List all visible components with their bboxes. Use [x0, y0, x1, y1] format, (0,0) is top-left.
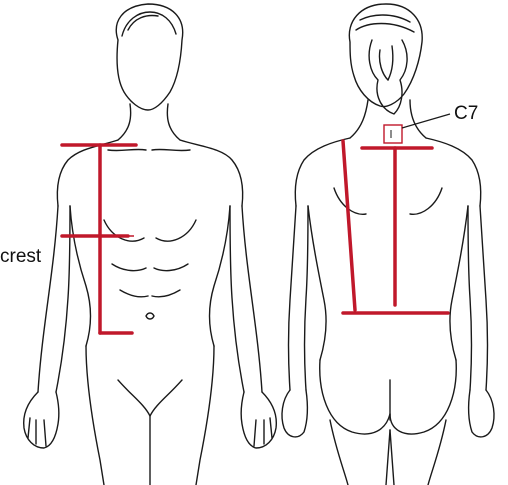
measurement-lines [62, 141, 448, 333]
c7-marker-box [384, 125, 402, 143]
back-oblique-line [343, 141, 355, 310]
back-body-outline [282, 4, 494, 485]
c7-leader-line [402, 114, 450, 128]
crest-label: crest [0, 247, 41, 266]
c7-label: C7 [454, 104, 478, 123]
front-body-outline [24, 4, 277, 485]
